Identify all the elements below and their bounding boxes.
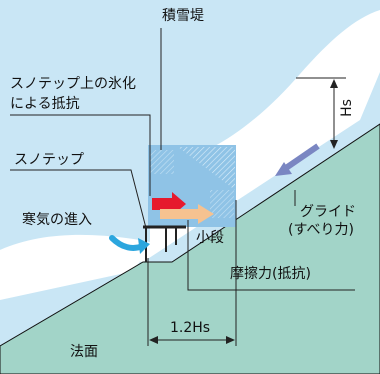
- label-cold-air: 寒気の進入: [22, 212, 92, 228]
- leader-ice: [10, 114, 151, 196]
- label-snow-bank: 積雪堤: [162, 8, 204, 24]
- label-ice-resistance-line1: スノテップ上の氷化: [10, 76, 136, 92]
- glide-arrow: [281, 143, 320, 173]
- snow-bank-texture: [150, 150, 174, 174]
- label-friction: 摩擦力(抵抗): [230, 266, 311, 282]
- leader-friction: [187, 220, 355, 291]
- label-ice-resistance-line2: による抵抗: [10, 96, 80, 112]
- snow-bank-texture-2: [210, 190, 234, 218]
- orange-arrow: [160, 204, 214, 224]
- slope-ground: [0, 123, 380, 374]
- label-small-step: 小段: [196, 230, 224, 246]
- label-slope-surface: 法面: [70, 344, 98, 360]
- snow-bank-hatch: [178, 147, 235, 190]
- label-snowstep: スノテップ: [14, 152, 84, 168]
- label-glide-line2: (すべり力): [288, 222, 354, 238]
- leader-snowstep: [10, 169, 147, 229]
- label-height: Hs: [338, 99, 355, 117]
- label-glide-line1: グライド: [300, 204, 356, 220]
- label-width: 1.2Hs: [170, 320, 211, 336]
- lower-snow: [0, 240, 140, 300]
